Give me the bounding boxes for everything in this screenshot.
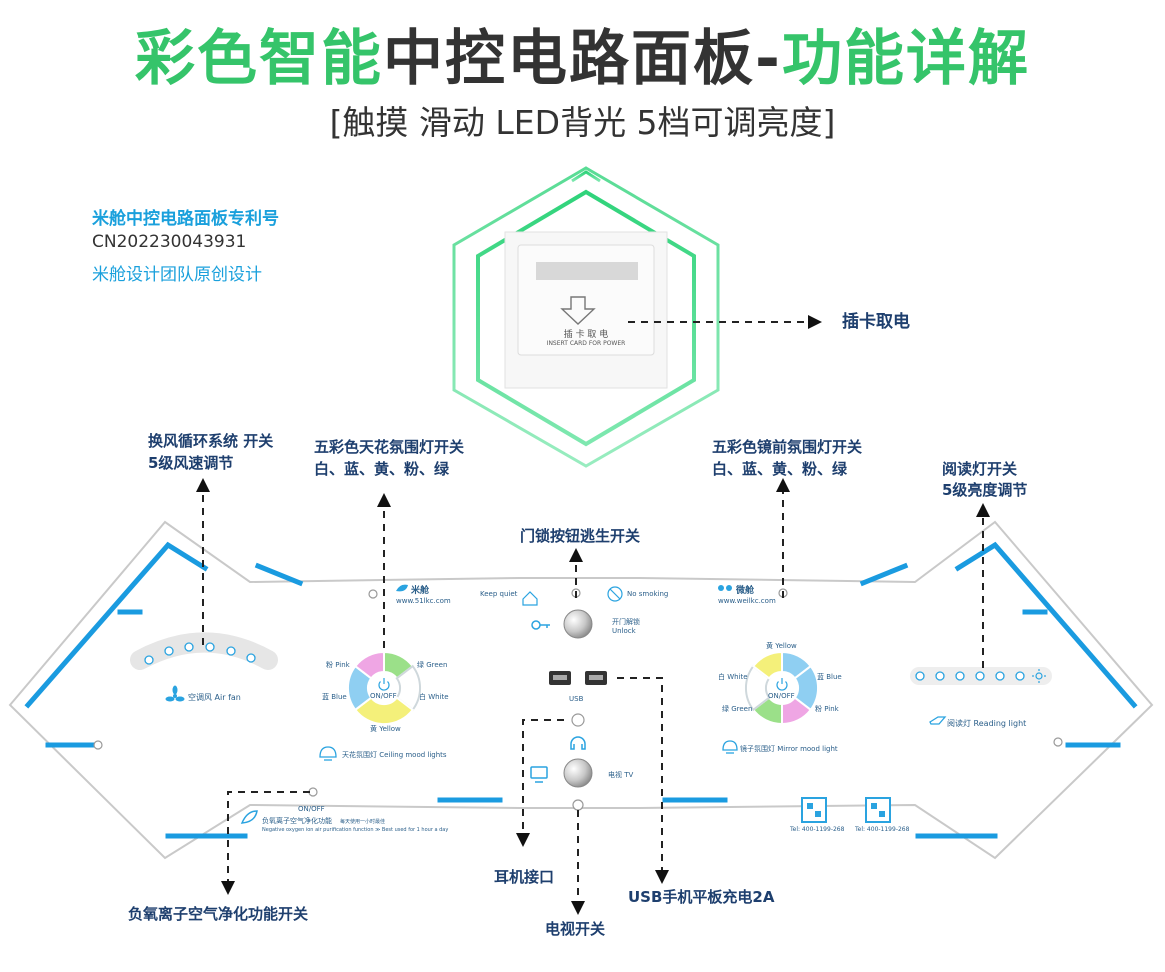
ring-left-onoff: ON/OFF	[370, 692, 397, 700]
ring-left-green: 绿 Green	[417, 661, 448, 669]
callout-fan-line2: 5级风速调节	[148, 454, 234, 472]
sun-icon	[1032, 669, 1046, 683]
qr-codes	[801, 797, 891, 823]
title-green-part-2: 功能详解	[781, 24, 1030, 94]
card-label-en: INSERT CARD FOR POWER	[546, 340, 626, 347]
book-icon	[929, 716, 947, 725]
patent-note: 米舱设计团队原创设计	[92, 265, 262, 285]
fan-icon	[165, 685, 185, 702]
card-switch-plate	[504, 231, 668, 389]
ring-right-onoff: ON/OFF	[768, 692, 795, 700]
reading-label: 阅读灯 Reading light	[947, 719, 1027, 728]
logo-icon-left	[396, 584, 408, 592]
panel-brand-right: 微舱	[736, 586, 755, 596]
panel-screws	[93, 588, 1063, 811]
ring-left-pink: 粉 Pink	[326, 661, 350, 669]
ring-right-white: 白 White	[718, 673, 748, 681]
ion-note-label: 每天使用一小时最佳	[340, 819, 386, 825]
ring-right-pink: 粉 Pink	[815, 705, 839, 713]
ion-onoff-label: ON/OFF	[298, 805, 325, 813]
mirror-color-ring	[744, 650, 820, 726]
callout-door: 门锁按钮逃生开关	[520, 527, 641, 545]
ring-right-yellow: 黄 Yellow	[766, 642, 797, 650]
bell-icon-left	[319, 746, 337, 761]
usb-label: USB	[569, 695, 584, 703]
no-smoking-icon	[607, 586, 623, 602]
callout-reading-line2: 5级亮度调节	[942, 481, 1028, 499]
patent-heading: 米舱中控电路面板专利号	[92, 209, 279, 229]
fan-level-dots	[144, 642, 256, 665]
callout-arrows	[196, 315, 990, 915]
key-icon	[531, 620, 550, 630]
mirror-label: 镜子氛围灯 Mirror mood light	[740, 745, 838, 753]
callout-card-power: 插卡取电	[842, 312, 910, 332]
unlock-label-cn: 开门解锁	[612, 618, 640, 626]
page-subtitle: [触摸 滑动 LED背光 5档可调亮度]	[329, 103, 836, 142]
callout-mirror-line1: 五彩色镜前氛围灯开关	[712, 438, 863, 456]
bell-icon-right	[722, 740, 738, 754]
ring-right-green: 绿 Green	[722, 705, 753, 713]
callout-reading-line1: 阅读灯开关	[942, 460, 1018, 478]
power-icon-left	[378, 678, 390, 691]
reading-level-dots	[915, 671, 1025, 681]
leaf-icon	[240, 810, 258, 824]
ceiling-label: 天花氛围灯 Ceiling mood lights	[342, 751, 447, 759]
tel-1: Tel: 400-1199-268	[790, 826, 845, 833]
panel-url-right: www.weilkc.com	[718, 597, 776, 605]
page-title: 彩色智能中控电路面板-功能详解	[0, 10, 1165, 97]
panel-brand-left: 米舱	[411, 586, 430, 596]
air-fan-label: 空调风 Air fan	[188, 693, 241, 702]
callout-ion: 负氧离子空气净化功能开关	[128, 905, 309, 923]
title-dark-part: 中控电路面板-	[383, 24, 782, 94]
ring-right-blue: 蓝 Blue	[817, 673, 842, 681]
logo-icon-right	[718, 585, 732, 591]
patent-number: CN202230043931	[92, 232, 247, 252]
ring-left-yellow: 黄 Yellow	[370, 725, 401, 733]
callout-tv: 电视开关	[545, 920, 606, 938]
panel-url-left: www.51lkc.com	[396, 597, 451, 605]
callout-ceiling-line1: 五彩色天花氛围灯开关	[314, 438, 465, 456]
power-icon-right	[776, 678, 788, 691]
quiet-icon	[522, 591, 538, 606]
unlock-knob	[563, 609, 593, 639]
card-label-cn: 插 卡 取 电	[563, 330, 609, 340]
callout-mirror-line2: 白、蓝、黄、粉、绿	[712, 460, 848, 478]
ion-en-label: Negative oxygen ion air purification fun…	[262, 827, 449, 833]
tv-icon	[530, 766, 548, 783]
hexagon-frame	[452, 166, 720, 468]
control-panel-body	[8, 520, 1154, 860]
unlock-label-en: Unlock	[612, 627, 636, 635]
tel-2: Tel: 400-1199-268	[855, 826, 910, 833]
headphone-icon	[570, 736, 586, 750]
callout-earphone: 耳机接口	[494, 868, 555, 886]
callout-usb: USB手机平板充电2A	[628, 888, 775, 906]
title-green-part: 彩色智能	[135, 24, 384, 94]
callout-fan-line1: 换风循环系统 开关	[148, 432, 274, 450]
tv-label: 电视 TV	[608, 771, 634, 779]
ring-left-white: 白 White	[419, 693, 449, 701]
ion-title-label: 负氧离子空气净化功能	[262, 817, 332, 825]
ceiling-color-ring	[346, 650, 422, 726]
ring-left-blue: 蓝 Blue	[322, 693, 347, 701]
usb-ports	[549, 671, 607, 685]
callout-ceiling-line2: 白、蓝、黄、粉、绿	[314, 460, 450, 478]
tv-knob	[563, 758, 593, 788]
keep-quiet-label: Keep quiet	[480, 590, 518, 598]
no-smoking-label: No smoking	[627, 590, 669, 598]
